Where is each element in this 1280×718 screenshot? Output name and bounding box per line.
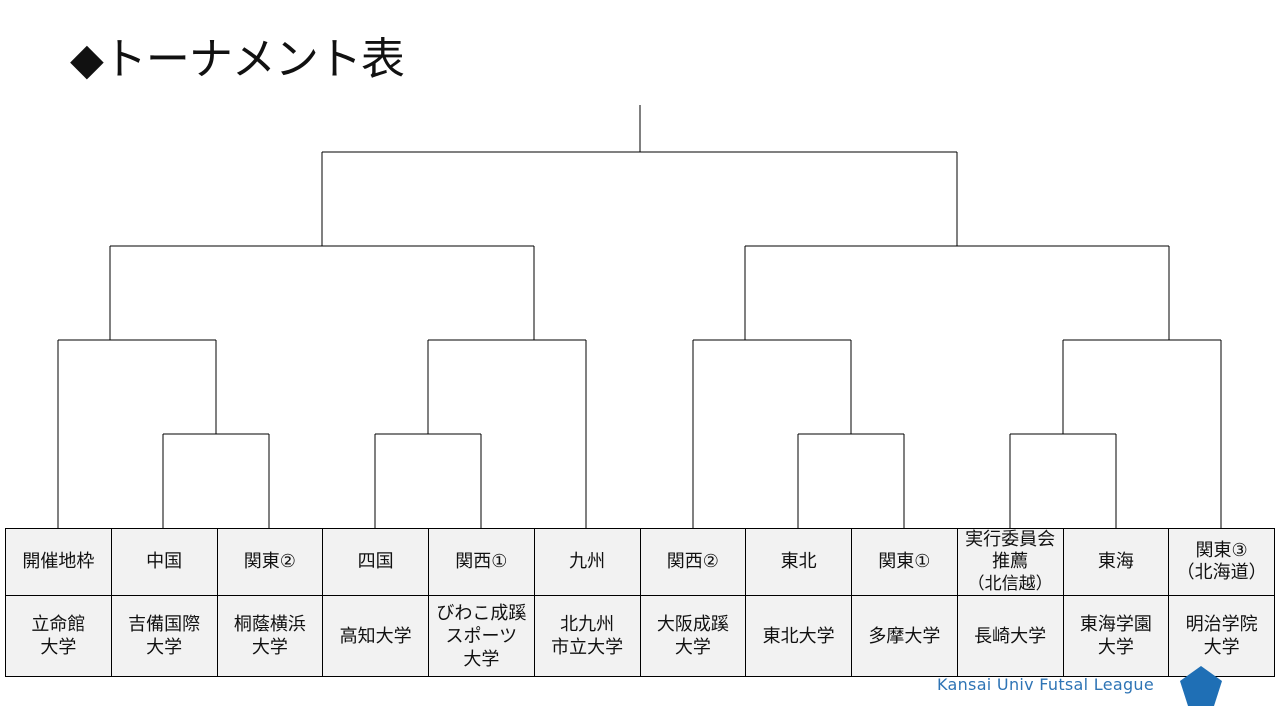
team-cell: 高知大学 xyxy=(322,595,429,677)
page-title: ◆トーナメント表 xyxy=(70,34,405,85)
bracket-quarter-4 xyxy=(1062,339,1222,528)
region-cell: 実行委員会推薦（北信越） xyxy=(956,528,1064,596)
region-cell: 関西② xyxy=(639,528,747,596)
bracket-round1-1 xyxy=(162,433,270,528)
region-cell: 東北 xyxy=(745,528,852,596)
region-cell: 九州 xyxy=(533,528,641,596)
bracket-round1-4 xyxy=(1009,433,1117,528)
region-cell: 四国 xyxy=(322,528,429,596)
bracket-semifinal-right xyxy=(744,245,1170,340)
bracket-round1-2 xyxy=(374,433,482,528)
region-label: 実行委員会推薦 xyxy=(965,529,1056,573)
team-cell: 東北大学 xyxy=(745,595,852,677)
region-row: 開催地枠 中国 関東② 四国 関西① 九州 関西② 東北 関東① 実行委員会推薦… xyxy=(5,528,1275,596)
bracket-final-line xyxy=(321,105,958,246)
region-note: （北信越） xyxy=(967,574,1053,594)
region-cell: 東海 xyxy=(1062,528,1170,596)
region-cell: 中国 xyxy=(110,528,218,596)
team-cell: 長崎大学 xyxy=(956,595,1064,677)
team-cell: 東海学園 大学 xyxy=(1062,595,1170,677)
tournament-bracket xyxy=(57,105,1222,528)
bracket-round1-3 xyxy=(797,433,905,528)
team-cell: 立命館 大学 xyxy=(5,595,112,677)
team-cell: 桐蔭横浜 大学 xyxy=(216,595,324,677)
region-cell: 関西① xyxy=(428,528,535,596)
team-cell: 吉備国際 大学 xyxy=(110,595,218,677)
region-cell: 開催地枠 xyxy=(5,528,112,596)
team-table: 開催地枠 中国 関東② 四国 関西① 九州 関西② 東北 関東① 実行委員会推薦… xyxy=(5,528,1275,677)
bracket-quarter-3 xyxy=(692,339,852,528)
region-cell: 関東③ （北海道） xyxy=(1168,528,1275,596)
bracket-quarter-2 xyxy=(427,339,587,528)
team-cell: 明治学院 大学 xyxy=(1168,595,1275,677)
footer-league-name: Kansai Univ Futsal League xyxy=(937,675,1155,694)
bracket-semifinal-left xyxy=(109,245,535,340)
team-cell: びわこ成蹊 スポーツ 大学 xyxy=(428,595,535,677)
team-cell: 大阪成蹊 大学 xyxy=(639,595,747,677)
team-cell: 多摩大学 xyxy=(851,595,958,677)
bracket-quarter-1 xyxy=(57,339,217,528)
team-cell: 北九州 市立大学 xyxy=(533,595,641,677)
pentagon-icon xyxy=(1180,666,1222,706)
region-cell: 関東② xyxy=(216,528,324,596)
team-row: 立命館 大学 吉備国際 大学 桐蔭横浜 大学 高知大学 びわこ成蹊 スポーツ 大… xyxy=(5,595,1275,677)
region-cell: 関東① xyxy=(851,528,958,596)
